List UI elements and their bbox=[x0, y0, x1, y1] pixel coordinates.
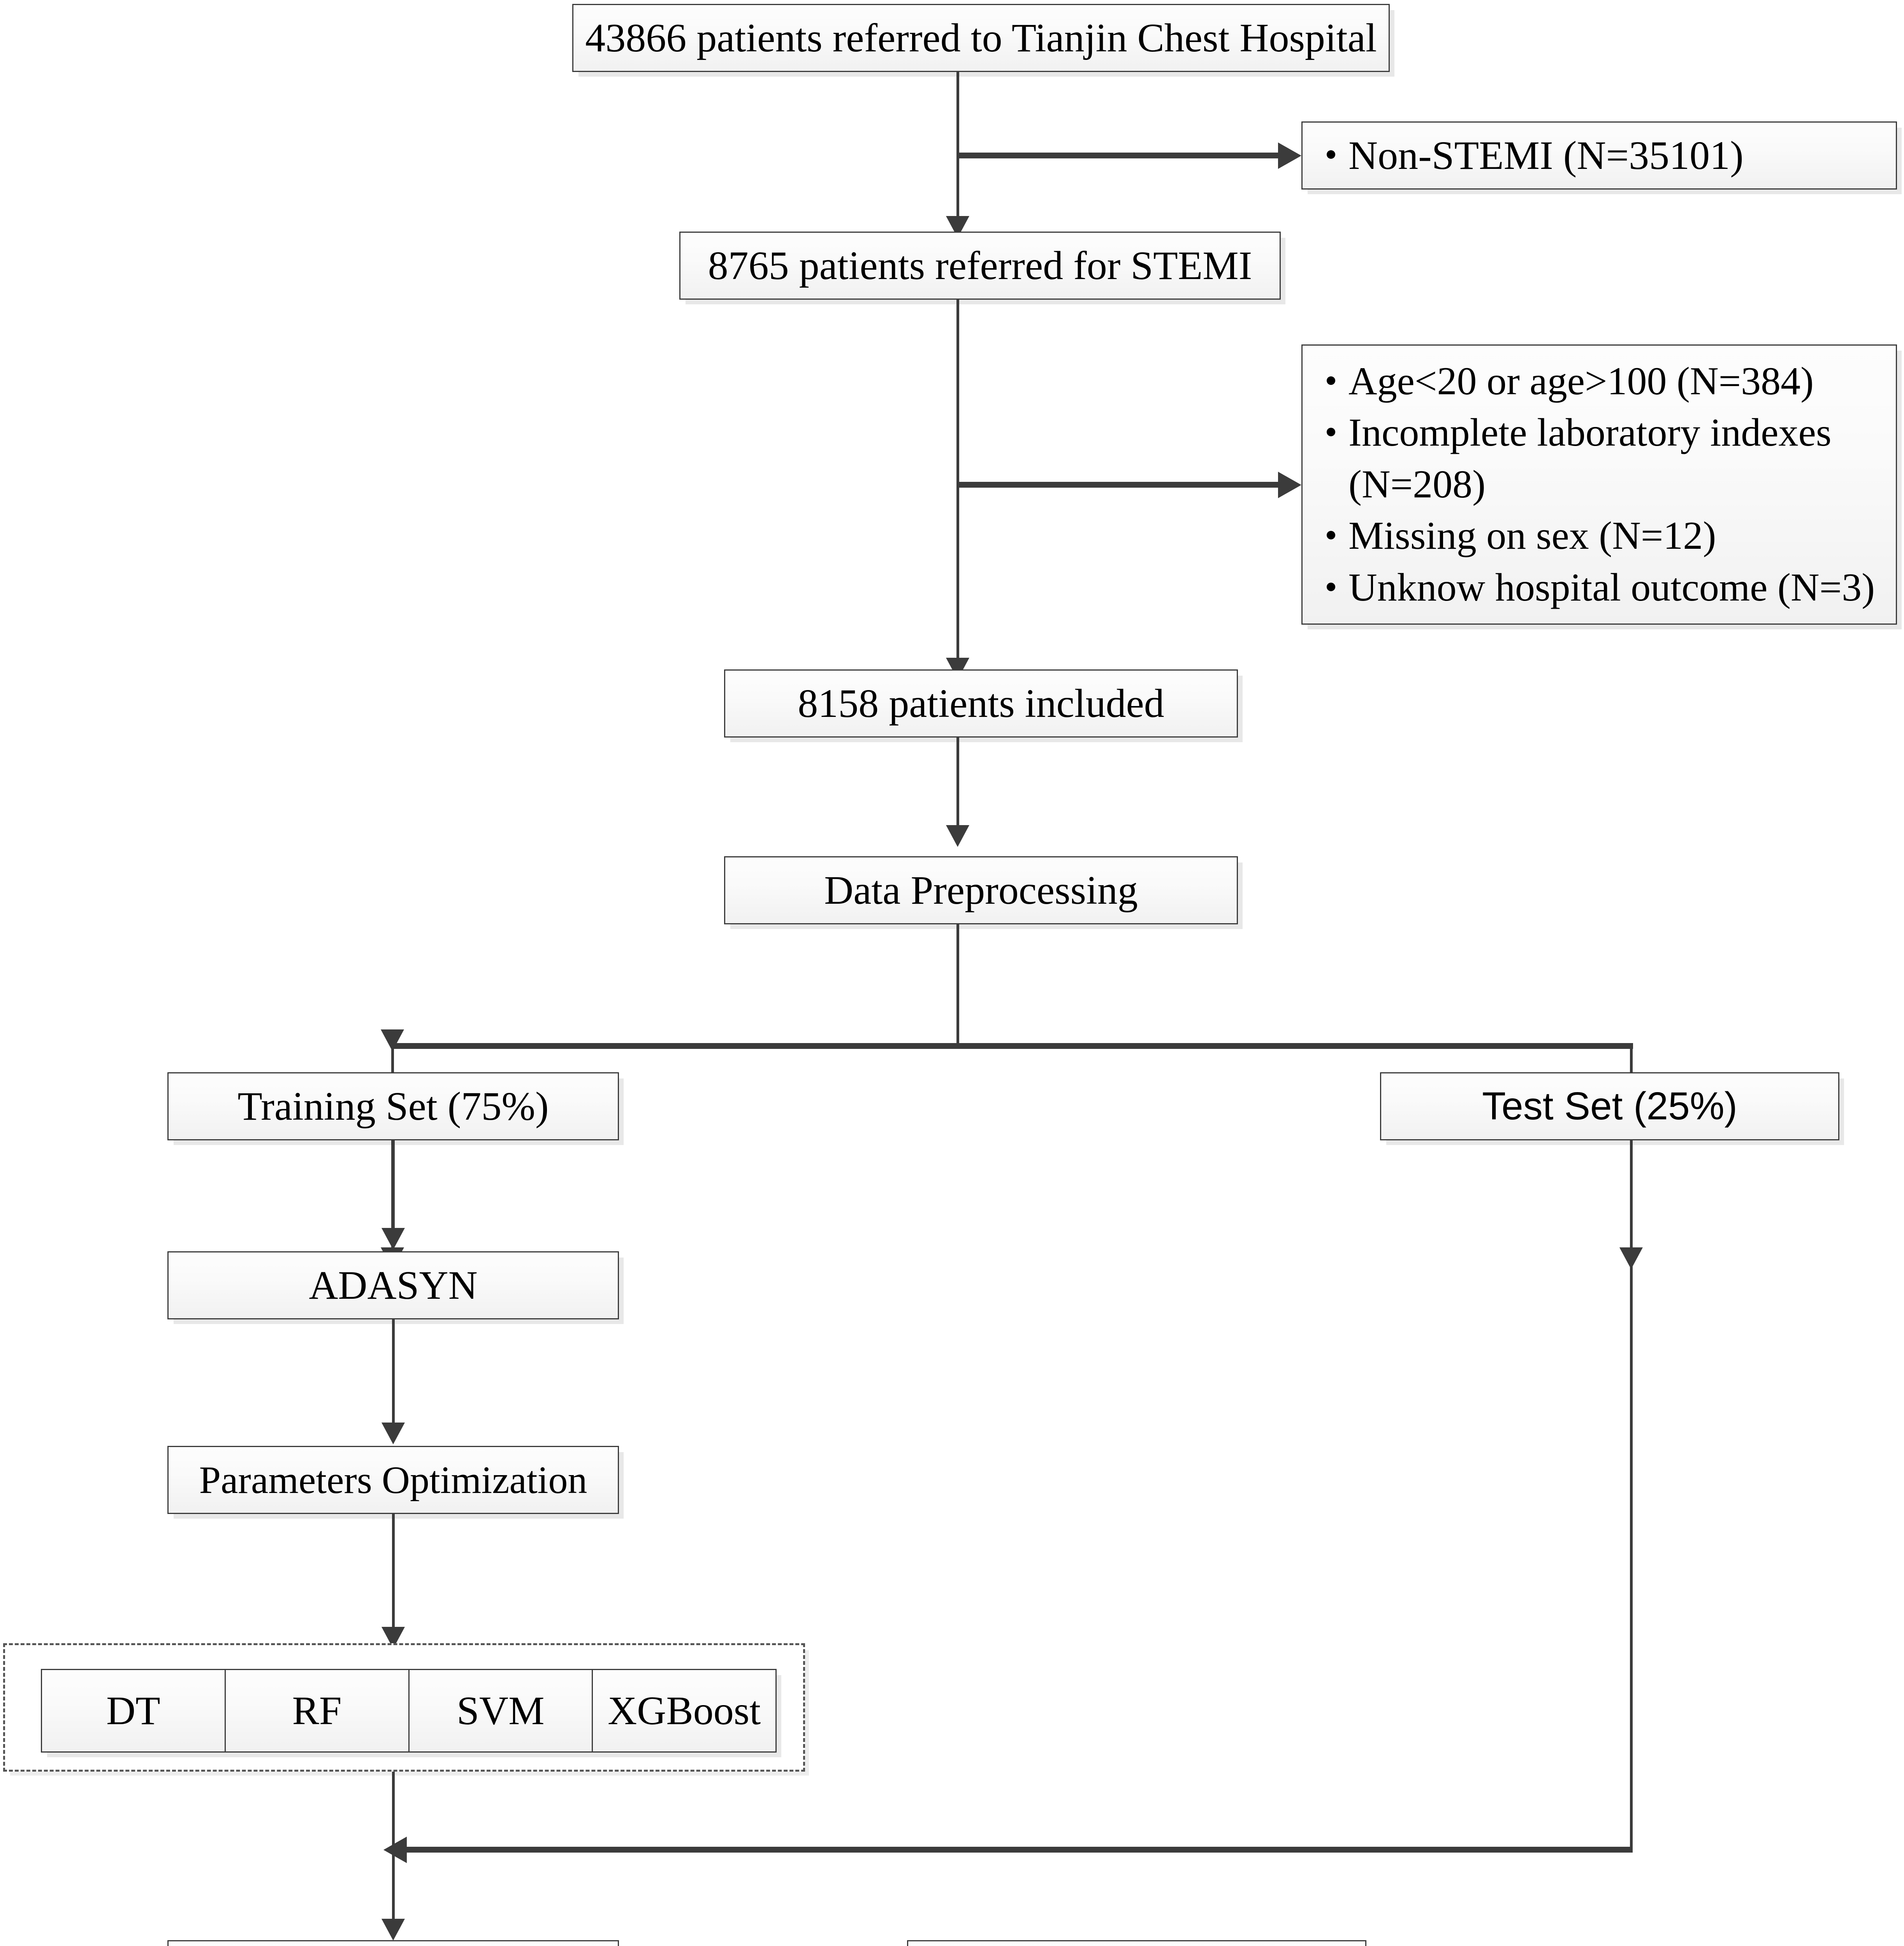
model-label-rf: RF bbox=[292, 1688, 342, 1733]
arrowhead-to-adasyn bbox=[382, 1228, 405, 1250]
connector-to-exclusions bbox=[958, 482, 1281, 488]
connector-test-set-down bbox=[1630, 1140, 1633, 1849]
node-adasyn: ADASYN bbox=[167, 1251, 619, 1319]
model-cell-svm: SVM bbox=[410, 1670, 593, 1751]
arrowhead-to-exclusions bbox=[1278, 472, 1301, 498]
node-preprocessing-label: Data Preprocessing bbox=[824, 868, 1138, 913]
arrowhead-to-training-set bbox=[381, 1029, 404, 1051]
connector-referred-total-down bbox=[956, 72, 959, 228]
model-label-dt: DT bbox=[106, 1688, 160, 1733]
model-label-xgboost: XGBoost bbox=[608, 1688, 761, 1733]
list-item: Missing on sex (N=12) bbox=[1327, 510, 1883, 562]
node-preprocessing: Data Preprocessing bbox=[724, 856, 1238, 924]
node-adasyn-label: ADASYN bbox=[309, 1263, 478, 1308]
model-cell-rf: RF bbox=[226, 1670, 410, 1751]
node-training-set: Training Set (75%) bbox=[167, 1072, 619, 1140]
connector-preprocessing-down bbox=[956, 924, 959, 1045]
list-item: Age<20 or age>100 (N=384) bbox=[1327, 356, 1883, 407]
arrowhead-to-non-stemi bbox=[1278, 142, 1301, 169]
connector-training-to-adasyn bbox=[392, 1140, 395, 1236]
list-item: Unknow hospital outcome (N=3) bbox=[1327, 562, 1883, 614]
connector-included-down bbox=[956, 738, 959, 833]
arrowhead-test-set-merge bbox=[383, 1837, 407, 1863]
model-cell-dt: DT bbox=[42, 1670, 226, 1751]
connector-test-set-left bbox=[405, 1847, 1633, 1853]
connector-params-to-models bbox=[392, 1514, 395, 1635]
node-referred-total: 43866 patients referred to Tianjin Chest… bbox=[572, 4, 1390, 72]
node-shap: SHAP bbox=[907, 1940, 1366, 1946]
arrowhead-to-params-opt bbox=[382, 1423, 405, 1444]
node-non-stemi: Non-STEMI (N=35101) bbox=[1301, 121, 1897, 190]
node-included: 8158 patients included bbox=[724, 669, 1238, 738]
model-strip: DT RF SVM XGBoost bbox=[41, 1669, 777, 1753]
node-test-set: Test Set (25%) bbox=[1380, 1072, 1839, 1140]
node-referred-total-label: 43866 patients referred to Tianjin Chest… bbox=[585, 15, 1377, 60]
node-params-optimization: Parameters Optimization bbox=[167, 1446, 619, 1514]
connector-adasyn-to-params bbox=[392, 1319, 395, 1430]
list-item: Incomplete laboratory indexes (N=208) bbox=[1327, 407, 1883, 510]
node-params-optimization-label: Parameters Optimization bbox=[199, 1458, 587, 1502]
node-optimal-modal: Optimal Modal bbox=[167, 1940, 619, 1946]
list-item: Non-STEMI (N=35101) bbox=[1327, 129, 1883, 182]
connector-split-bar bbox=[391, 1043, 1633, 1049]
connector-to-non-stemi bbox=[958, 153, 1281, 158]
node-referred-stemi-label: 8765 patients referred for STEMI bbox=[708, 243, 1252, 288]
model-label-svm: SVM bbox=[457, 1688, 545, 1733]
non-stemi-list: Non-STEMI (N=35101) bbox=[1320, 129, 1883, 182]
node-included-label: 8158 patients included bbox=[798, 681, 1164, 726]
node-test-set-label: Test Set (25%) bbox=[1482, 1084, 1737, 1128]
model-cell-xgboost: XGBoost bbox=[593, 1670, 775, 1751]
exclusion-list: Age<20 or age>100 (N=384) Incomplete lab… bbox=[1320, 356, 1883, 614]
arrowhead-to-optimal-modal bbox=[382, 1919, 405, 1941]
node-training-set-label: Training Set (75%) bbox=[237, 1084, 549, 1129]
arrowhead-to-preprocessing bbox=[946, 825, 969, 847]
node-referred-stemi: 8765 patients referred for STEMI bbox=[679, 232, 1281, 300]
node-exclusion-criteria: Age<20 or age>100 (N=384) Incomplete lab… bbox=[1301, 344, 1897, 625]
